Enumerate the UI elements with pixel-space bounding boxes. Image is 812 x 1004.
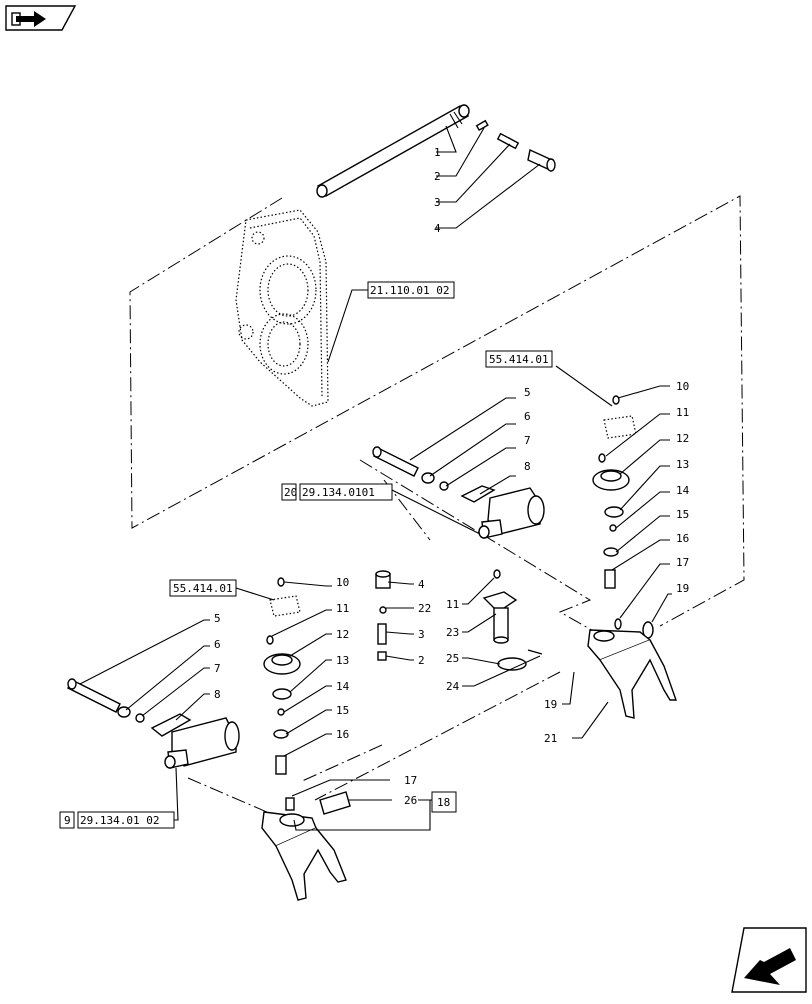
callout-5-lower: 5 xyxy=(214,612,221,625)
callout-14: 14 xyxy=(676,484,690,497)
callout-12: 12 xyxy=(676,432,689,445)
callout-3: 3 xyxy=(434,196,441,209)
callout-24: 24 xyxy=(446,680,460,693)
callout-26: 26 xyxy=(404,794,417,807)
callout-16-lower: 16 xyxy=(336,728,349,741)
callout-15: 15 xyxy=(676,508,689,521)
callout-12-lower: 12 xyxy=(336,628,349,641)
callout-10: 10 xyxy=(676,380,689,393)
callout-6: 6 xyxy=(524,410,531,423)
lower-piston-assembly xyxy=(67,678,240,769)
ref-housing-label[interactable]: 21.110.01 02 xyxy=(370,284,449,297)
callout-21: 21 xyxy=(544,732,557,745)
callout-14-lower: 14 xyxy=(336,680,350,693)
upper-shift-fork xyxy=(587,629,677,719)
ref-lower-kit-label[interactable]: 55.414.01 xyxy=(173,582,233,595)
callout-6-lower: 6 xyxy=(214,638,221,651)
callout-5: 5 xyxy=(524,386,531,399)
callout-13: 13 xyxy=(676,458,689,471)
reference-boxes xyxy=(59,281,553,829)
callout-13-lower: 13 xyxy=(336,654,349,667)
ref-fork-group-label[interactable]: 18 xyxy=(437,796,450,809)
shift-rail xyxy=(316,104,470,198)
callout-17-lower: 17 xyxy=(404,774,417,787)
callout-25: 25 xyxy=(446,652,459,665)
callout-19-lower: 19 xyxy=(544,698,557,711)
callout-7-lower: 7 xyxy=(214,662,221,675)
callout-10-lower: 10 xyxy=(336,576,349,589)
callout-22: 22 xyxy=(418,602,431,615)
callout-numbers: 1 2 3 4 5 6 7 8 10 11 12 13 14 15 16 17 … xyxy=(214,146,690,807)
callout-8-lower: 8 xyxy=(214,688,221,701)
callout-11-center: 11 xyxy=(446,598,459,611)
callout-16: 16 xyxy=(676,532,689,545)
callout-4: 4 xyxy=(434,222,441,235)
lower-selector-stack xyxy=(263,577,301,775)
upper-selector-stack xyxy=(592,395,654,639)
ref-lower-cyl-num-label[interactable]: 9 xyxy=(64,814,71,827)
gearbox-housing xyxy=(235,209,329,407)
callout-8: 8 xyxy=(524,460,531,473)
callout-1: 1 xyxy=(434,146,441,159)
lower-shift-fork xyxy=(261,791,351,901)
upper-piston-assembly xyxy=(372,446,545,539)
ref-upper-cyl-label[interactable]: 29.134.0101 xyxy=(302,486,375,499)
next-page-arrow-icon[interactable] xyxy=(731,927,807,993)
leader-lines xyxy=(79,125,672,831)
center-lever xyxy=(482,569,543,671)
callout-17: 17 xyxy=(676,556,689,569)
callout-11: 11 xyxy=(676,406,689,419)
ref-upper-kit-label[interactable]: 55.414.01 xyxy=(489,353,549,366)
callout-23: 23 xyxy=(446,626,459,639)
callout-4-center: 4 xyxy=(418,578,425,591)
callout-7: 7 xyxy=(524,434,531,447)
callout-11-lower: 11 xyxy=(336,602,349,615)
center-detent-stack xyxy=(375,570,391,661)
ref-upper-cyl-num-label[interactable]: 20 xyxy=(284,486,297,499)
callout-2-center: 2 xyxy=(418,654,425,667)
page-forward-icon[interactable] xyxy=(5,5,77,31)
detent-set-top xyxy=(475,119,556,172)
callout-2: 2 xyxy=(434,170,441,183)
callout-15-lower: 15 xyxy=(336,704,349,717)
callout-19: 19 xyxy=(676,582,689,595)
ref-lower-cyl-label[interactable]: 29.134.01 02 xyxy=(80,814,159,827)
callout-3-center: 3 xyxy=(418,628,425,641)
